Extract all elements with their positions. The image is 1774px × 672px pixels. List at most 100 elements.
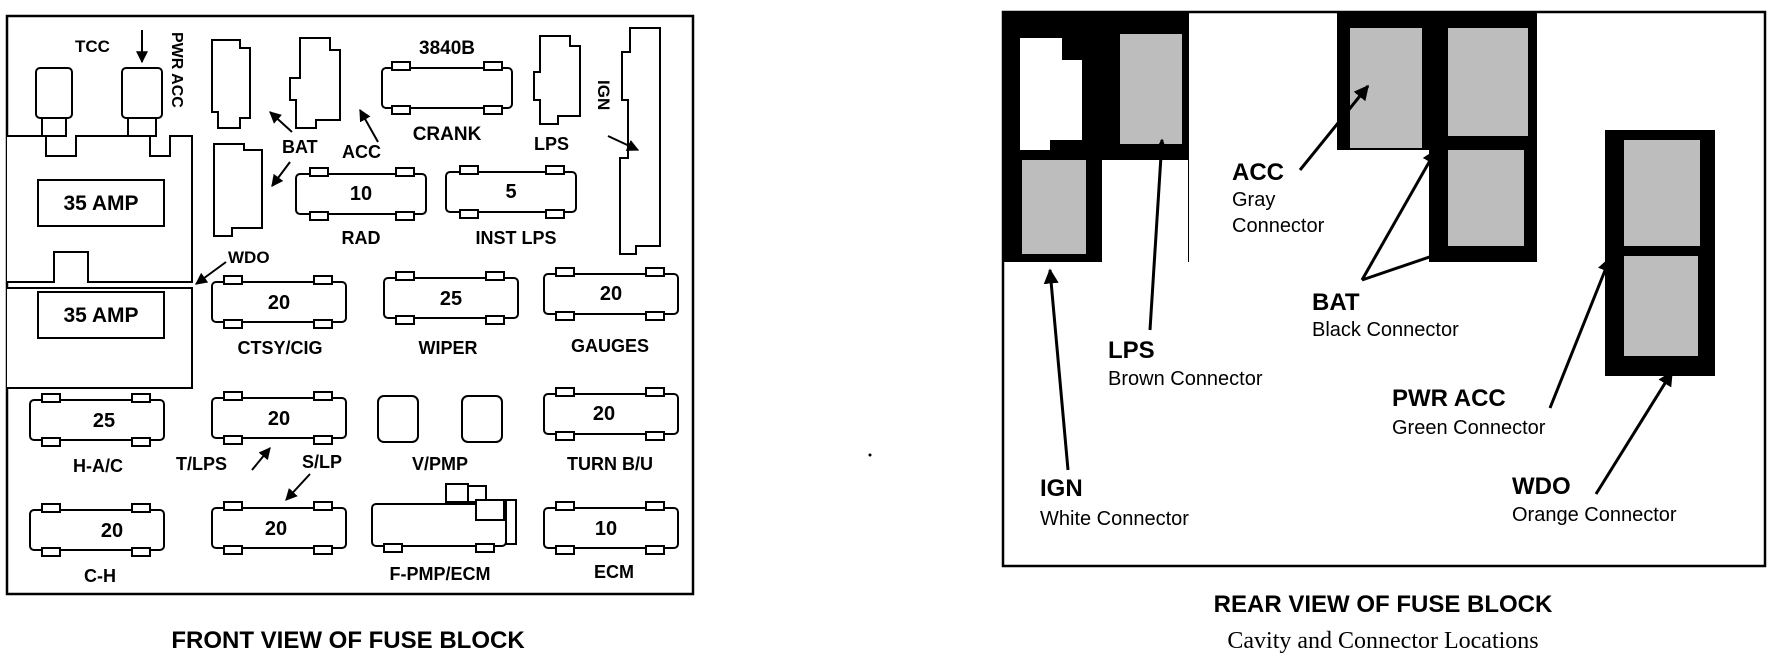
label-acc: ACC — [342, 142, 381, 162]
fuse-turn-b-u-value: 20 — [593, 403, 615, 425]
fuse-ecm — [543, 501, 679, 555]
fuse-inst-lps-value: 5 — [505, 181, 516, 203]
fuse-gauges-label: GAUGES — [571, 336, 649, 356]
fuse-t-lps — [211, 391, 347, 445]
rear-desc-ign: White Connector — [1040, 508, 1189, 530]
arrow-bat-1 — [1360, 148, 1438, 281]
rear-label-pwr-acc: PWR ACC — [1392, 385, 1506, 412]
fuse-rad — [295, 167, 427, 221]
rear-desc-wdo: Orange Connector — [1512, 504, 1677, 526]
fuse-wiper — [383, 271, 519, 325]
fuse-ctsy-cig — [211, 275, 347, 329]
fuse-ctsy-cig-value: 20 — [268, 292, 290, 314]
arrow-s-lp — [285, 473, 311, 501]
fuse-rad-label: RAD — [342, 228, 381, 248]
arrow-lps — [1148, 138, 1169, 331]
fuse-t-lps-value: 20 — [268, 408, 290, 430]
fuse-gauges-value: 20 — [600, 283, 622, 305]
fuse-c-h-label: C-H — [84, 566, 116, 586]
rear-label-bat: BAT — [1312, 289, 1360, 316]
fuse-inst-lps — [445, 165, 577, 219]
label-3840b: 3840B — [419, 38, 475, 59]
cavity-ign — [1022, 160, 1086, 254]
label-wdo: WDO — [228, 248, 270, 267]
fuse-ecm-value: 10 — [595, 518, 617, 540]
arrow-wdo — [1594, 370, 1674, 495]
rear-label-acc: ACC — [1232, 159, 1284, 186]
label-tcc: TCC — [75, 37, 110, 56]
rear-label-lps: LPS — [1108, 337, 1155, 364]
fuse-wiper-label: WIPER — [418, 338, 477, 358]
rear-desc-bat: Black Connector — [1312, 319, 1459, 341]
fuse-s-lp — [211, 501, 347, 555]
cavity-wdo — [1624, 256, 1698, 356]
fuse-gauges — [543, 267, 679, 321]
arrow-bat-upper — [269, 111, 293, 133]
label-bat: BAT — [282, 137, 318, 157]
front-view-caption: FRONT VIEW OF FUSE BLOCK — [171, 627, 525, 654]
fuse-c-h-value: 20 — [101, 520, 123, 542]
connector-white-upper — [1020, 38, 1082, 150]
rear-desc-pwr-acc: Green Connector — [1392, 417, 1546, 439]
fuse-rad-value: 10 — [350, 183, 372, 205]
rear-label-ign: IGN — [1040, 475, 1083, 502]
arrow-acc — [359, 108, 379, 143]
arrow-ign — [607, 135, 640, 151]
label-pwr-acc: PWR ACC — [168, 32, 185, 108]
label-lps-top: LPS — [534, 134, 569, 154]
rear-view-panel: ACC Gray Connector BAT Black Connector L… — [1001, 10, 1767, 568]
cavity-bat — [213, 143, 263, 237]
label-crank: CRANK — [413, 124, 482, 145]
fuse-s-lp-value: 20 — [265, 518, 287, 540]
label-t-lps: T/LPS — [176, 454, 227, 474]
fuse-f-pmp-ecm — [371, 483, 517, 553]
main-fuse-1-label: 35 AMP — [63, 192, 138, 215]
cavity-acc — [1350, 28, 1422, 148]
fuse-f-pmp-ecm-label: F-PMP/ECM — [390, 564, 491, 584]
fuse-h-a-c-value: 25 — [93, 410, 115, 432]
relay-tcc — [35, 67, 73, 137]
fuse-turn-b-u-label: TURN B/U — [567, 454, 653, 474]
cavity-bat-upper — [1448, 28, 1528, 136]
front-view-panel: TCC PWR ACC 35 AMP 35 AMP 3840B CRANK BA… — [5, 14, 695, 596]
cavity-ign — [619, 27, 661, 255]
connector-left-notch — [1102, 160, 1188, 262]
fuse-inst-lps-label: INST LPS — [475, 228, 556, 248]
cavity-pwr-acc — [1624, 140, 1700, 246]
fuse-h-a-c-label: H-A/C — [73, 456, 123, 476]
rear-view-caption-line1: REAR VIEW OF FUSE BLOCK — [1214, 591, 1553, 618]
cavity-lps — [533, 35, 581, 125]
fuse-ecm-label: ECM — [594, 562, 634, 582]
label-ign: IGN — [594, 80, 613, 110]
fuse-ctsy-cig-label: CTSY/CIG — [237, 338, 322, 358]
rear-desc-lps: Brown Connector — [1108, 368, 1263, 390]
cavity-top-2 — [289, 37, 341, 129]
relay-pwr-acc — [121, 67, 163, 137]
stray-dot — [868, 453, 872, 457]
cavity-top-1 — [211, 39, 251, 129]
relay-crank — [381, 61, 513, 115]
label-s-lp: S/LP — [302, 452, 342, 472]
arrow-acc — [1298, 84, 1370, 171]
rear-desc-acc-1: Gray — [1232, 189, 1275, 211]
arrow-bat-2 — [1361, 247, 1452, 282]
arrow-pwr-acc — [1548, 256, 1612, 409]
fuse-turn-b-u — [543, 387, 679, 441]
arrow-bat-lower — [271, 161, 291, 187]
main-fuse-2 — [37, 291, 165, 339]
arrow-ign — [1043, 268, 1070, 471]
fuse-c-h — [29, 503, 165, 557]
fuse-wiper-value: 25 — [440, 288, 462, 310]
cavity-bat-lower — [1448, 150, 1524, 246]
rear-desc-acc-2: Connector — [1232, 215, 1325, 237]
rear-view-caption-line2: Cavity and Connector Locations — [1227, 628, 1538, 654]
arrow-wdo — [195, 261, 227, 285]
main-fuse-1 — [37, 179, 165, 227]
cavity-lps-upper — [1120, 34, 1182, 144]
fuse-v-pmp — [377, 395, 503, 443]
fuse-v-pmp-label: V/PMP — [412, 454, 468, 474]
fuse-h-a-c — [29, 393, 165, 447]
rear-label-wdo: WDO — [1512, 473, 1571, 500]
arrow-t-lps — [251, 447, 271, 471]
